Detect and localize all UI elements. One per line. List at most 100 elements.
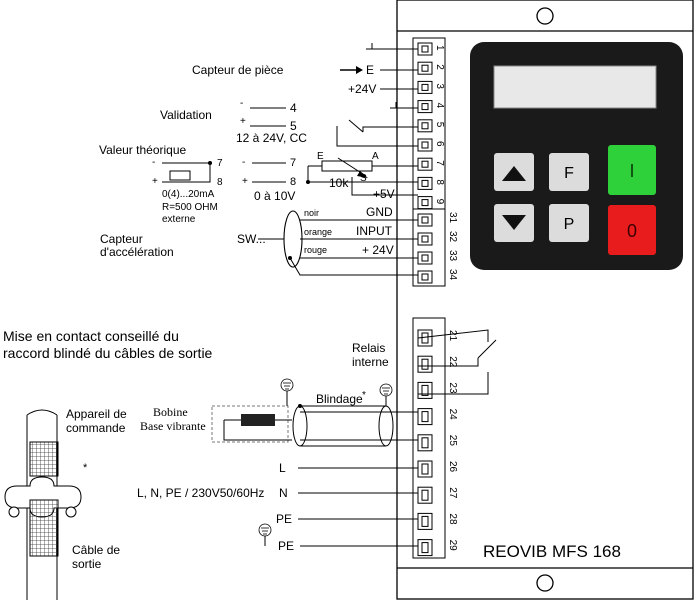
accel-sensor-label-2: d'accélération bbox=[100, 245, 174, 259]
key-p-label: P bbox=[564, 216, 575, 233]
setpoint-label: Valeur théorique bbox=[99, 143, 186, 157]
terminal-number: 22 bbox=[447, 356, 458, 368]
terminal-number: 5 bbox=[434, 122, 445, 128]
upper-wiring bbox=[162, 48, 418, 276]
coil-label-1: Bobine bbox=[153, 405, 188, 419]
setpoint-current-plus: + bbox=[152, 176, 158, 187]
relay-label-1: Relais bbox=[352, 341, 385, 355]
terminal-number: 28 bbox=[447, 513, 458, 525]
key-down[interactable] bbox=[494, 204, 534, 242]
setpoint-voltage-plus: + bbox=[242, 176, 248, 187]
terminal-number: 7 bbox=[434, 160, 445, 166]
relay-label-2: interne bbox=[352, 355, 389, 369]
wire-signal-input: INPUT bbox=[356, 224, 393, 238]
cable-label-2: sortie bbox=[72, 557, 102, 571]
terminal-screw-head bbox=[421, 542, 429, 554]
terminal-number: 9 bbox=[434, 199, 445, 205]
pot-s: S bbox=[360, 173, 367, 184]
terminal-number: 4 bbox=[434, 103, 445, 109]
shield-star: * bbox=[362, 390, 366, 401]
terminal-screw-head bbox=[421, 83, 429, 91]
terminal-screw-head bbox=[421, 411, 429, 423]
shield-note-2: raccord blindé du câbles de sortie bbox=[3, 345, 213, 361]
validation-pin-5: 5 bbox=[290, 119, 297, 133]
control-device-2: commande bbox=[66, 421, 126, 435]
terminal-number: 32 bbox=[447, 231, 458, 243]
terminal-screw-head bbox=[421, 122, 429, 130]
key-off[interactable]: 0 bbox=[608, 205, 656, 255]
arrow-up-icon bbox=[502, 166, 526, 181]
terminal-screw-head bbox=[421, 179, 429, 187]
accel-sensor-label-1: Capteur bbox=[100, 232, 143, 246]
mains-l: L bbox=[279, 461, 286, 475]
terminal-number: 26 bbox=[447, 461, 458, 473]
terminal-screw-head bbox=[421, 515, 429, 527]
potentiometer-wiper-icon bbox=[337, 157, 368, 178]
setpoint-current-range: 0(4)...20mA bbox=[162, 189, 215, 200]
setpoint-voltage-minus: - bbox=[242, 157, 245, 168]
key-f[interactable]: F bbox=[549, 153, 589, 191]
key-up[interactable] bbox=[494, 153, 534, 191]
lower-wiring bbox=[211, 329, 497, 547]
terminal-screw-head bbox=[421, 437, 429, 449]
coil-icon bbox=[241, 414, 275, 426]
lcd-display bbox=[493, 65, 657, 109]
setpoint-voltage-range: 0 à 10V bbox=[254, 189, 295, 203]
terminal-screw-head bbox=[421, 489, 429, 501]
pot-a: A bbox=[372, 151, 379, 162]
terminal-number: 21 bbox=[447, 330, 458, 342]
terminal-number: 31 bbox=[447, 212, 458, 224]
terminal-number: 33 bbox=[447, 250, 458, 262]
mains-pe-2: PE bbox=[278, 539, 294, 553]
pot-e: E bbox=[317, 151, 324, 162]
pot-value: 10k bbox=[329, 176, 349, 190]
terminal-number: 34 bbox=[447, 269, 458, 281]
terminal-screw-head bbox=[421, 384, 429, 396]
star-note: * bbox=[83, 462, 88, 474]
terminal-number: 24 bbox=[447, 409, 458, 421]
wire-color-red: rouge bbox=[304, 245, 327, 255]
terminal-number: 23 bbox=[447, 382, 458, 394]
setpoint-voltage-pin-7: 7 bbox=[290, 157, 296, 169]
validation-pin-4: 4 bbox=[290, 101, 297, 115]
coil-label-2: Base vibrante bbox=[140, 419, 206, 433]
terminal-screw-head bbox=[421, 254, 429, 262]
wire-signal-gnd: GND bbox=[366, 205, 393, 219]
validation-plus: + bbox=[240, 116, 246, 127]
shield-note-1: Mise en contact conseillé du bbox=[3, 328, 179, 344]
mounting-hole-top bbox=[536, 7, 554, 25]
arrow-right-icon bbox=[340, 66, 363, 74]
control-panel: F I P 0 bbox=[470, 42, 683, 270]
terminal-screw-head bbox=[421, 103, 429, 111]
validation-label: Validation bbox=[160, 108, 212, 122]
mains-n: N bbox=[279, 486, 288, 500]
key-on[interactable]: I bbox=[608, 145, 656, 195]
terminal-number: 3 bbox=[434, 83, 445, 89]
mounting-hole-bottom bbox=[536, 574, 554, 592]
terminal-screw-head bbox=[421, 463, 429, 475]
control-device-1: Appareil de bbox=[66, 407, 127, 421]
wire-signal-24v: + 24V bbox=[362, 243, 394, 257]
terminal-screw-head bbox=[421, 64, 429, 72]
mains-label: L, N, PE / 230V50/60Hz bbox=[137, 486, 264, 500]
pot-supply: +5V bbox=[373, 187, 395, 201]
terminal-screw-head bbox=[421, 216, 429, 224]
terminal-screw-head bbox=[421, 141, 429, 149]
setpoint-current-pin-8: 8 bbox=[217, 177, 223, 188]
terminal-screw-head bbox=[421, 45, 429, 53]
model-label: REOVIB MFS 168 bbox=[483, 542, 621, 561]
cable-gland-drawing bbox=[4, 409, 82, 600]
part-sensor-signal: E bbox=[366, 63, 374, 77]
part-sensor-label: Capteur de pièce bbox=[192, 63, 284, 77]
key-p[interactable]: P bbox=[549, 204, 589, 242]
setpoint-current-pin-7: 7 bbox=[217, 158, 223, 169]
terminal-screw-head bbox=[421, 358, 429, 370]
terminal-number: 2 bbox=[434, 64, 445, 70]
setpoint-resistor: R=500 OHM bbox=[162, 202, 218, 213]
terminal-number: 1 bbox=[434, 45, 445, 51]
terminal-screw-head bbox=[421, 199, 429, 207]
part-sensor-supply: +24V bbox=[348, 82, 376, 96]
key-on-label: I bbox=[629, 161, 634, 181]
